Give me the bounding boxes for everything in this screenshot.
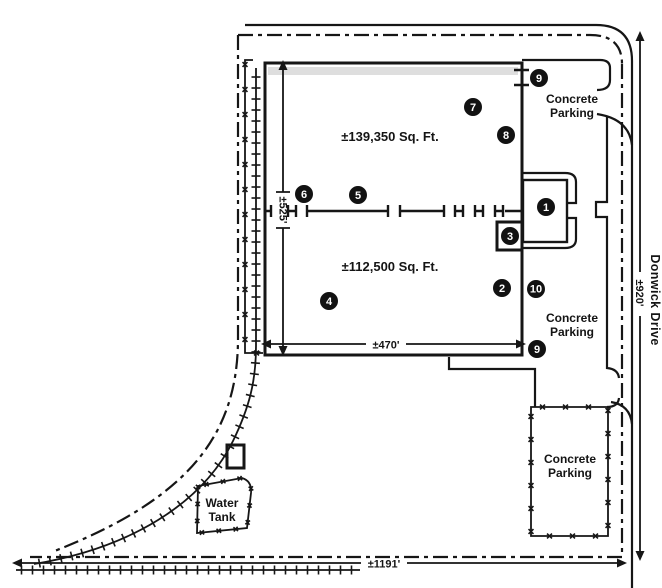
dimension-street-frontage: ±920' xyxy=(633,31,645,561)
marker-4: 4 xyxy=(320,292,338,310)
parking-label-top: Concrete Parking xyxy=(546,92,598,120)
marker-6: 6 xyxy=(295,185,313,203)
markers: 1 2 3 4 5 6 7 8 xyxy=(295,69,555,358)
column-joint xyxy=(453,205,465,217)
marker-4-number: 4 xyxy=(326,296,333,308)
water-tank-label: Water Tank xyxy=(206,496,239,524)
parking-east-edge xyxy=(594,116,621,379)
building-roofline-shading xyxy=(268,67,518,75)
marker-6-number: 6 xyxy=(301,189,307,201)
marker-5-number: 5 xyxy=(355,190,361,202)
marker-3-number: 3 xyxy=(507,231,513,243)
column-segment xyxy=(398,205,446,217)
dimension-property-width: ±1191' xyxy=(12,558,627,571)
fence-water-tank xyxy=(196,477,252,534)
parking-bottom-line2: Parking xyxy=(548,466,592,480)
marker-5: 5 xyxy=(349,186,367,204)
fence-parking-lot xyxy=(530,406,609,537)
road-edges xyxy=(245,23,634,588)
column-joint xyxy=(286,205,298,217)
parking-top-line2: Parking xyxy=(550,106,594,120)
parking-label-bottom: Concrete Parking xyxy=(544,452,596,480)
building-lower-area-label: ±112,500 Sq. Ft. xyxy=(342,259,439,274)
parking-middle-line2: Parking xyxy=(550,325,594,339)
pump-house xyxy=(225,443,246,470)
dim-building-depth-label: ±525' xyxy=(277,196,289,223)
property-line-top xyxy=(238,33,624,65)
column-segment xyxy=(305,205,390,217)
marker-9-bottom-number: 9 xyxy=(534,344,540,356)
marker-8: 8 xyxy=(497,126,515,144)
marker-9-top-number: 9 xyxy=(536,73,542,85)
column-joint xyxy=(493,205,505,217)
marker-10: 10 xyxy=(527,280,545,298)
marker-10-number: 10 xyxy=(530,284,542,296)
marker-8-number: 8 xyxy=(503,130,509,142)
dock-box xyxy=(495,220,524,252)
rail-door-ticks xyxy=(514,68,529,87)
marker-2-number: 2 xyxy=(499,283,505,295)
office-block xyxy=(495,68,578,252)
dimension-building-depth: ±525' xyxy=(276,60,290,356)
street-name-label: Donwick Drive xyxy=(648,254,662,345)
road-edge-top-right xyxy=(245,23,634,588)
dimension-building-width: ±470' xyxy=(261,339,526,352)
dim-property-width-label: ±1191' xyxy=(368,559,401,571)
marker-3: 3 xyxy=(501,227,519,245)
property-line-left-curve xyxy=(51,35,240,554)
column-segment xyxy=(265,205,273,217)
building-upper-area-label: ±139,350 Sq. Ft. xyxy=(341,129,438,144)
marker-1: 1 xyxy=(537,198,555,216)
parking-top-edge xyxy=(522,58,612,92)
fence-left xyxy=(244,59,263,354)
water-tank-line1: Water xyxy=(206,496,239,510)
truck-court-outline xyxy=(447,357,537,407)
office-canopy-outline xyxy=(522,171,578,250)
parking-boundaries xyxy=(447,58,634,425)
driveway-curb-lower xyxy=(606,397,634,425)
railroad-tracks xyxy=(16,68,360,575)
marker-7-number: 7 xyxy=(470,102,476,114)
marker-2: 2 xyxy=(493,279,511,297)
dim-street-frontage-label: ±920' xyxy=(633,279,645,306)
marker-9-top: 9 xyxy=(530,69,548,87)
property-lines xyxy=(30,33,624,559)
dim-building-width-label: ±470' xyxy=(372,340,399,352)
column-line xyxy=(265,205,523,217)
marker-9-bottom: 9 xyxy=(528,340,546,358)
parking-top-line1: Concrete xyxy=(546,92,598,106)
column-joint xyxy=(473,205,485,217)
water-tank-line2: Tank xyxy=(208,510,235,524)
parking-bottom-line1: Concrete xyxy=(544,452,596,466)
parking-middle-line1: Concrete xyxy=(546,311,598,325)
fences xyxy=(194,59,612,540)
marker-7: 7 xyxy=(464,98,482,116)
office-building xyxy=(521,178,569,244)
railroad-spur-track xyxy=(33,68,257,565)
parking-label-middle: Concrete Parking xyxy=(546,311,598,339)
marker-1-number: 1 xyxy=(543,202,549,214)
driveway-curb-upper xyxy=(596,112,634,146)
